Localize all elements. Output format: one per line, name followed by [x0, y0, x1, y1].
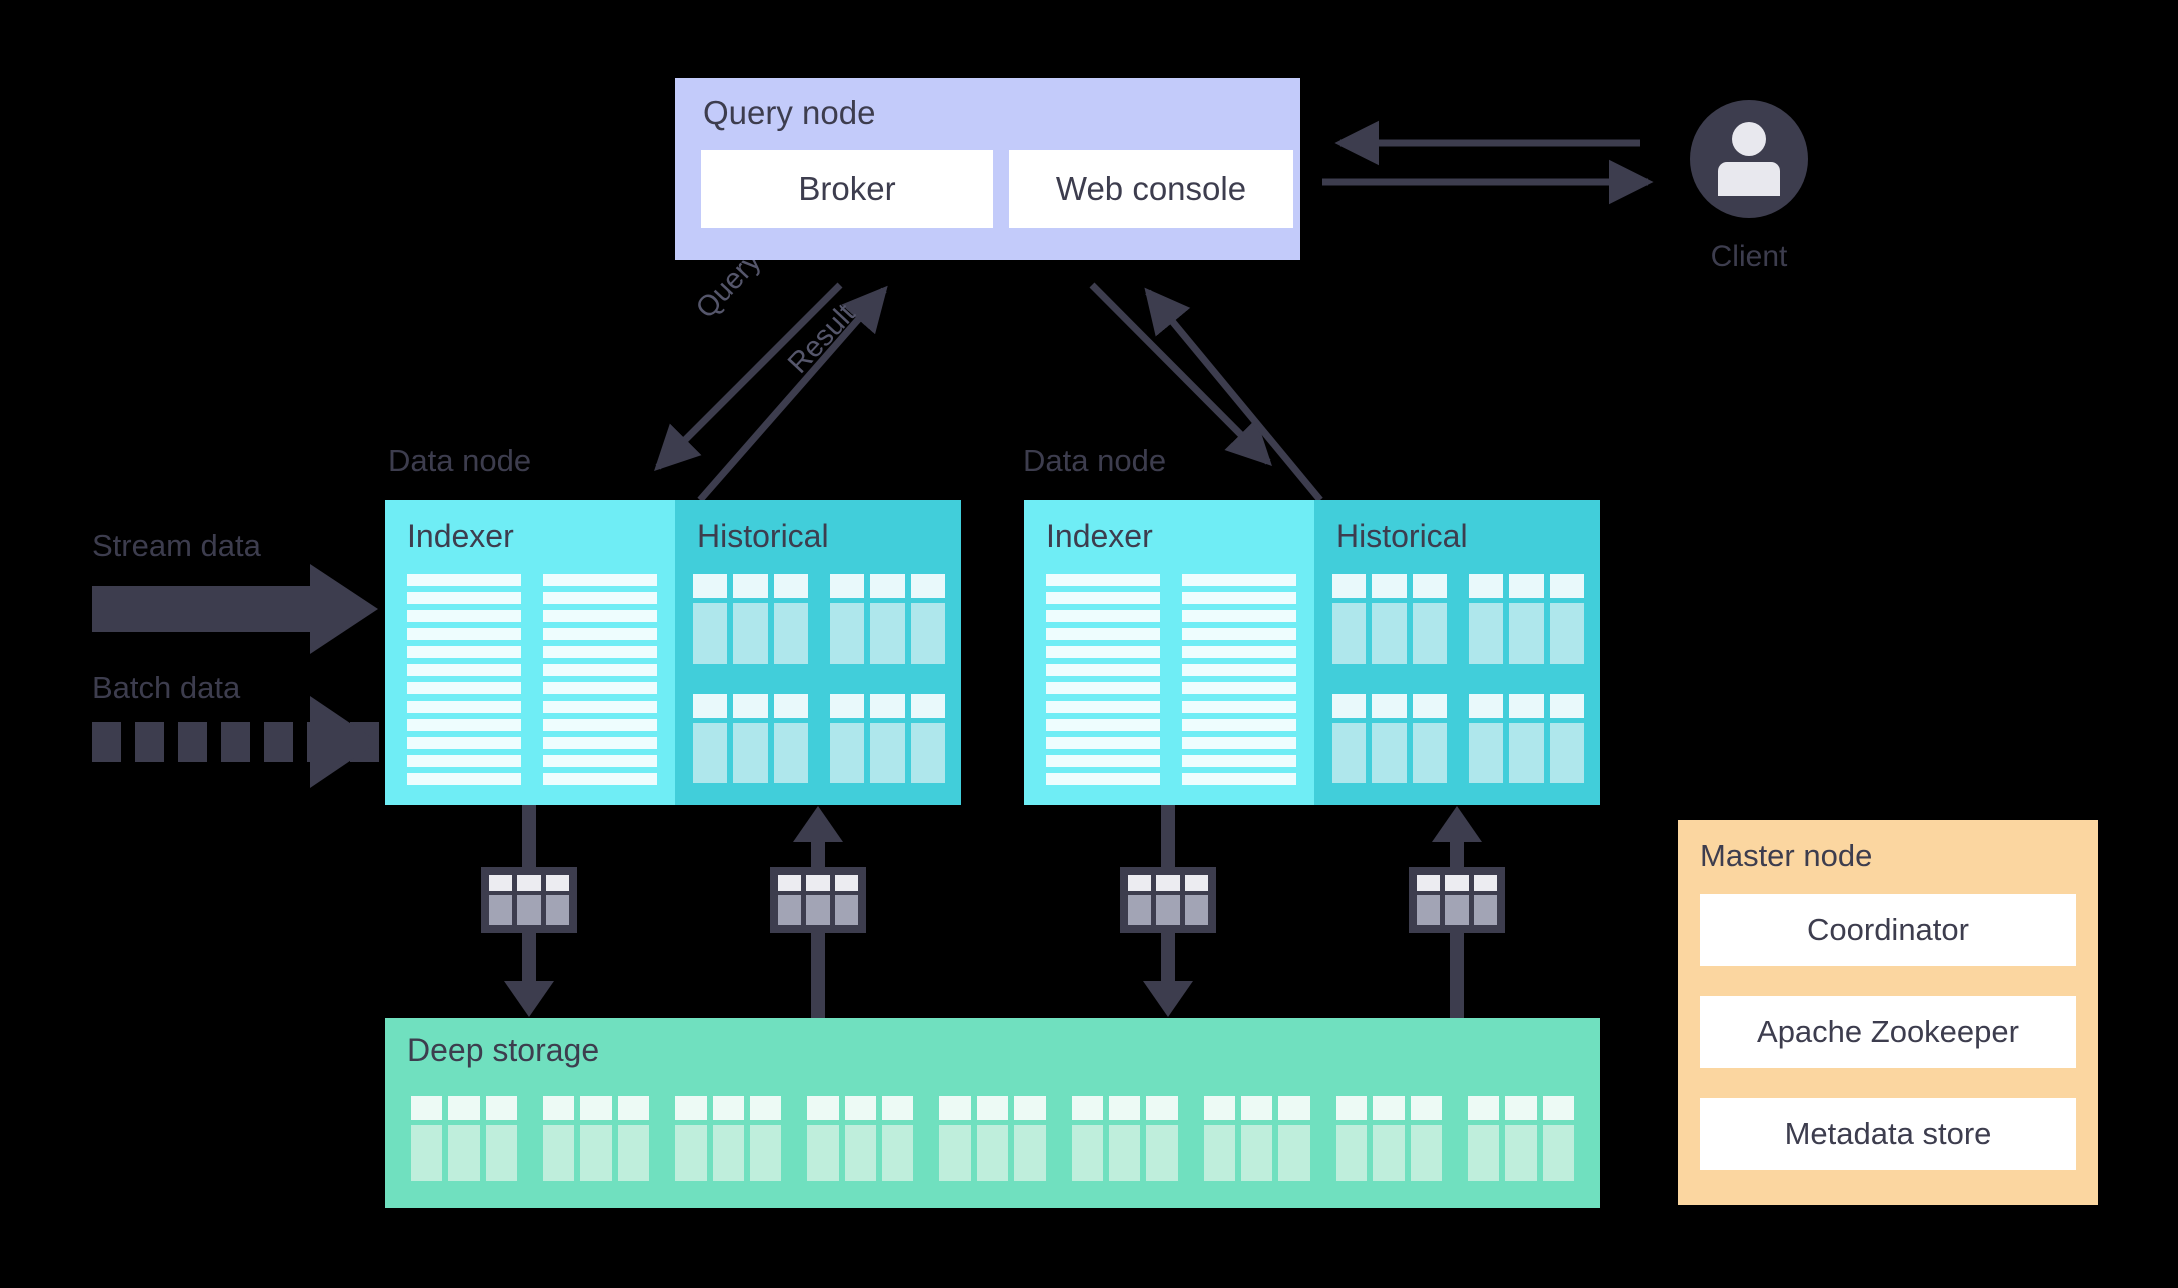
transfer-line-3a: [1161, 805, 1175, 867]
transfer-line-4a: [1450, 841, 1464, 871]
deep-storage-segment: [543, 1096, 650, 1181]
segment-icon: [1332, 693, 1447, 783]
batch-data-arrow: [92, 696, 379, 788]
deep-storage-segment: [411, 1096, 518, 1181]
broker-box[interactable]: Broker: [701, 150, 993, 228]
coordinator-box[interactable]: Coordinator: [1700, 894, 2076, 966]
segment-transfer-icon-4: [1409, 867, 1505, 933]
indexer-2[interactable]: Indexer: [1024, 500, 1314, 805]
metadata-store-box[interactable]: Metadata store: [1700, 1098, 2076, 1170]
deep-storage-segment: [939, 1096, 1046, 1181]
client-person-icon[interactable]: [1690, 100, 1808, 218]
stream-data-arrow: [92, 564, 378, 654]
deep-storage-title: Deep storage: [407, 1032, 600, 1068]
data-node-1-label: Data node: [388, 443, 532, 478]
master-node-title: Master node: [1700, 838, 1873, 873]
label-result: Result: [782, 297, 862, 380]
segment-icon: [830, 574, 945, 664]
arrow-result-up-right: [1144, 287, 1323, 503]
transfer-line-3b: [1161, 933, 1175, 983]
transfer-arrowhead-1: [504, 981, 554, 1017]
transfer-line-1b: [522, 933, 536, 983]
batch-data-label: Batch data: [92, 670, 241, 705]
apache-zookeeper-box[interactable]: Apache Zookeeper: [1700, 996, 2076, 1068]
transfer-line-2a: [811, 841, 825, 871]
deep-storage-box[interactable]: Deep storage: [385, 1018, 1600, 1208]
person-body-icon: [1718, 162, 1780, 196]
transfer-line-1a: [522, 805, 536, 867]
query-node-box[interactable]: Query node Broker Web console: [675, 78, 1300, 260]
segment-icon: [1332, 574, 1447, 664]
data-node-2-label: Data node: [1023, 443, 1167, 478]
deep-storage-segment: [1467, 1096, 1574, 1181]
transfer-line-2c: [811, 933, 825, 1019]
indexer-2-title: Indexer: [1046, 518, 1153, 554]
deep-storage-segment: [1203, 1096, 1310, 1181]
historical-1[interactable]: Historical: [675, 500, 961, 805]
data-node-2[interactable]: Indexer Historical: [1024, 500, 1600, 805]
segment-icon: [693, 693, 808, 783]
deep-storage-segment: [675, 1096, 782, 1181]
segment-icon: [1469, 693, 1584, 783]
transfer-line-4c: [1450, 933, 1464, 1019]
web-console-box[interactable]: Web console: [1009, 150, 1293, 228]
transfer-arrowhead-2: [793, 806, 843, 842]
indexer-column: [1046, 574, 1160, 785]
indexer-1[interactable]: Indexer: [385, 500, 675, 805]
person-head-icon: [1732, 122, 1766, 156]
segment-icon: [693, 574, 808, 664]
segment-icon: [1469, 574, 1584, 664]
data-node-1[interactable]: Indexer Historical: [385, 500, 961, 805]
indexer-column: [543, 574, 657, 785]
master-node-box[interactable]: Master node Coordinator Apache Zookeeper…: [1678, 820, 2098, 1205]
arrow-query-down-left: [654, 282, 843, 471]
historical-2-title: Historical: [1336, 518, 1468, 554]
arrow-query-down-right: [1089, 282, 1272, 466]
indexer-1-title: Indexer: [407, 518, 514, 554]
deep-storage-segment: [1335, 1096, 1442, 1181]
historical-2[interactable]: Historical: [1314, 500, 1600, 805]
transfer-arrowhead-4: [1432, 806, 1482, 842]
historical-1-title: Historical: [697, 518, 829, 554]
segment-transfer-icon-3: [1120, 867, 1216, 933]
deep-storage-segment: [807, 1096, 914, 1181]
segment-transfer-icon-1: [481, 867, 577, 933]
client-label: Client: [1710, 240, 1788, 273]
segment-icon: [830, 693, 945, 783]
deep-storage-segment: [1071, 1096, 1178, 1181]
transfer-arrowhead-3: [1143, 981, 1193, 1017]
indexer-column: [1182, 574, 1296, 785]
segment-transfer-icon-2: [770, 867, 866, 933]
stream-data-label: Stream data: [92, 528, 261, 563]
query-node-title: Query node: [703, 94, 876, 131]
indexer-column: [407, 574, 521, 785]
